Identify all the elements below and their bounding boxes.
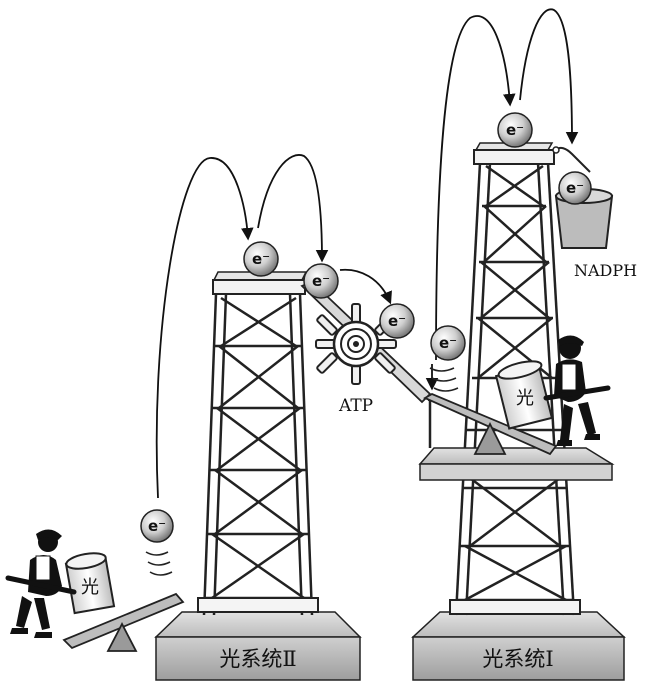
- electron-right-mid: e⁻: [431, 326, 465, 360]
- svg-text:e⁻: e⁻: [439, 334, 457, 352]
- electron-ramp-mid: e⁻: [380, 304, 414, 338]
- svg-text:光: 光: [81, 577, 99, 598]
- svg-text:光: 光: [516, 388, 534, 409]
- svg-text:e⁻: e⁻: [506, 121, 524, 139]
- electron-in-bucket: e⁻: [559, 172, 591, 204]
- right-light-cylinder: 光: [496, 358, 552, 429]
- photosystem-ii-base: 光系统Ⅱ: [156, 612, 360, 680]
- photosystem-i-label: 光系统Ⅰ: [482, 647, 553, 671]
- svg-text:e⁻: e⁻: [388, 312, 406, 330]
- atp-label: ATP: [338, 396, 373, 416]
- left-tower: [198, 294, 318, 615]
- svg-text:e⁻: e⁻: [148, 517, 166, 535]
- photosystem-i-base: 光系统Ⅰ: [413, 612, 624, 680]
- electron-right-tower-top: e⁻: [498, 113, 532, 147]
- electron-left-tower-top: e⁻: [244, 242, 278, 276]
- electron-left-ground: e⁻: [141, 510, 173, 542]
- svg-text:e⁻: e⁻: [252, 250, 270, 268]
- left-light-cylinder: 光: [65, 551, 114, 613]
- photosystem-ii-label: 光系统Ⅱ: [219, 647, 296, 671]
- left-worker-figure: 光: [8, 529, 114, 638]
- nadph-label: NADPH: [574, 261, 637, 280]
- svg-text:e⁻: e⁻: [566, 179, 584, 197]
- electron-ramp-start: e⁻: [304, 264, 338, 298]
- svg-text:e⁻: e⁻: [312, 272, 330, 290]
